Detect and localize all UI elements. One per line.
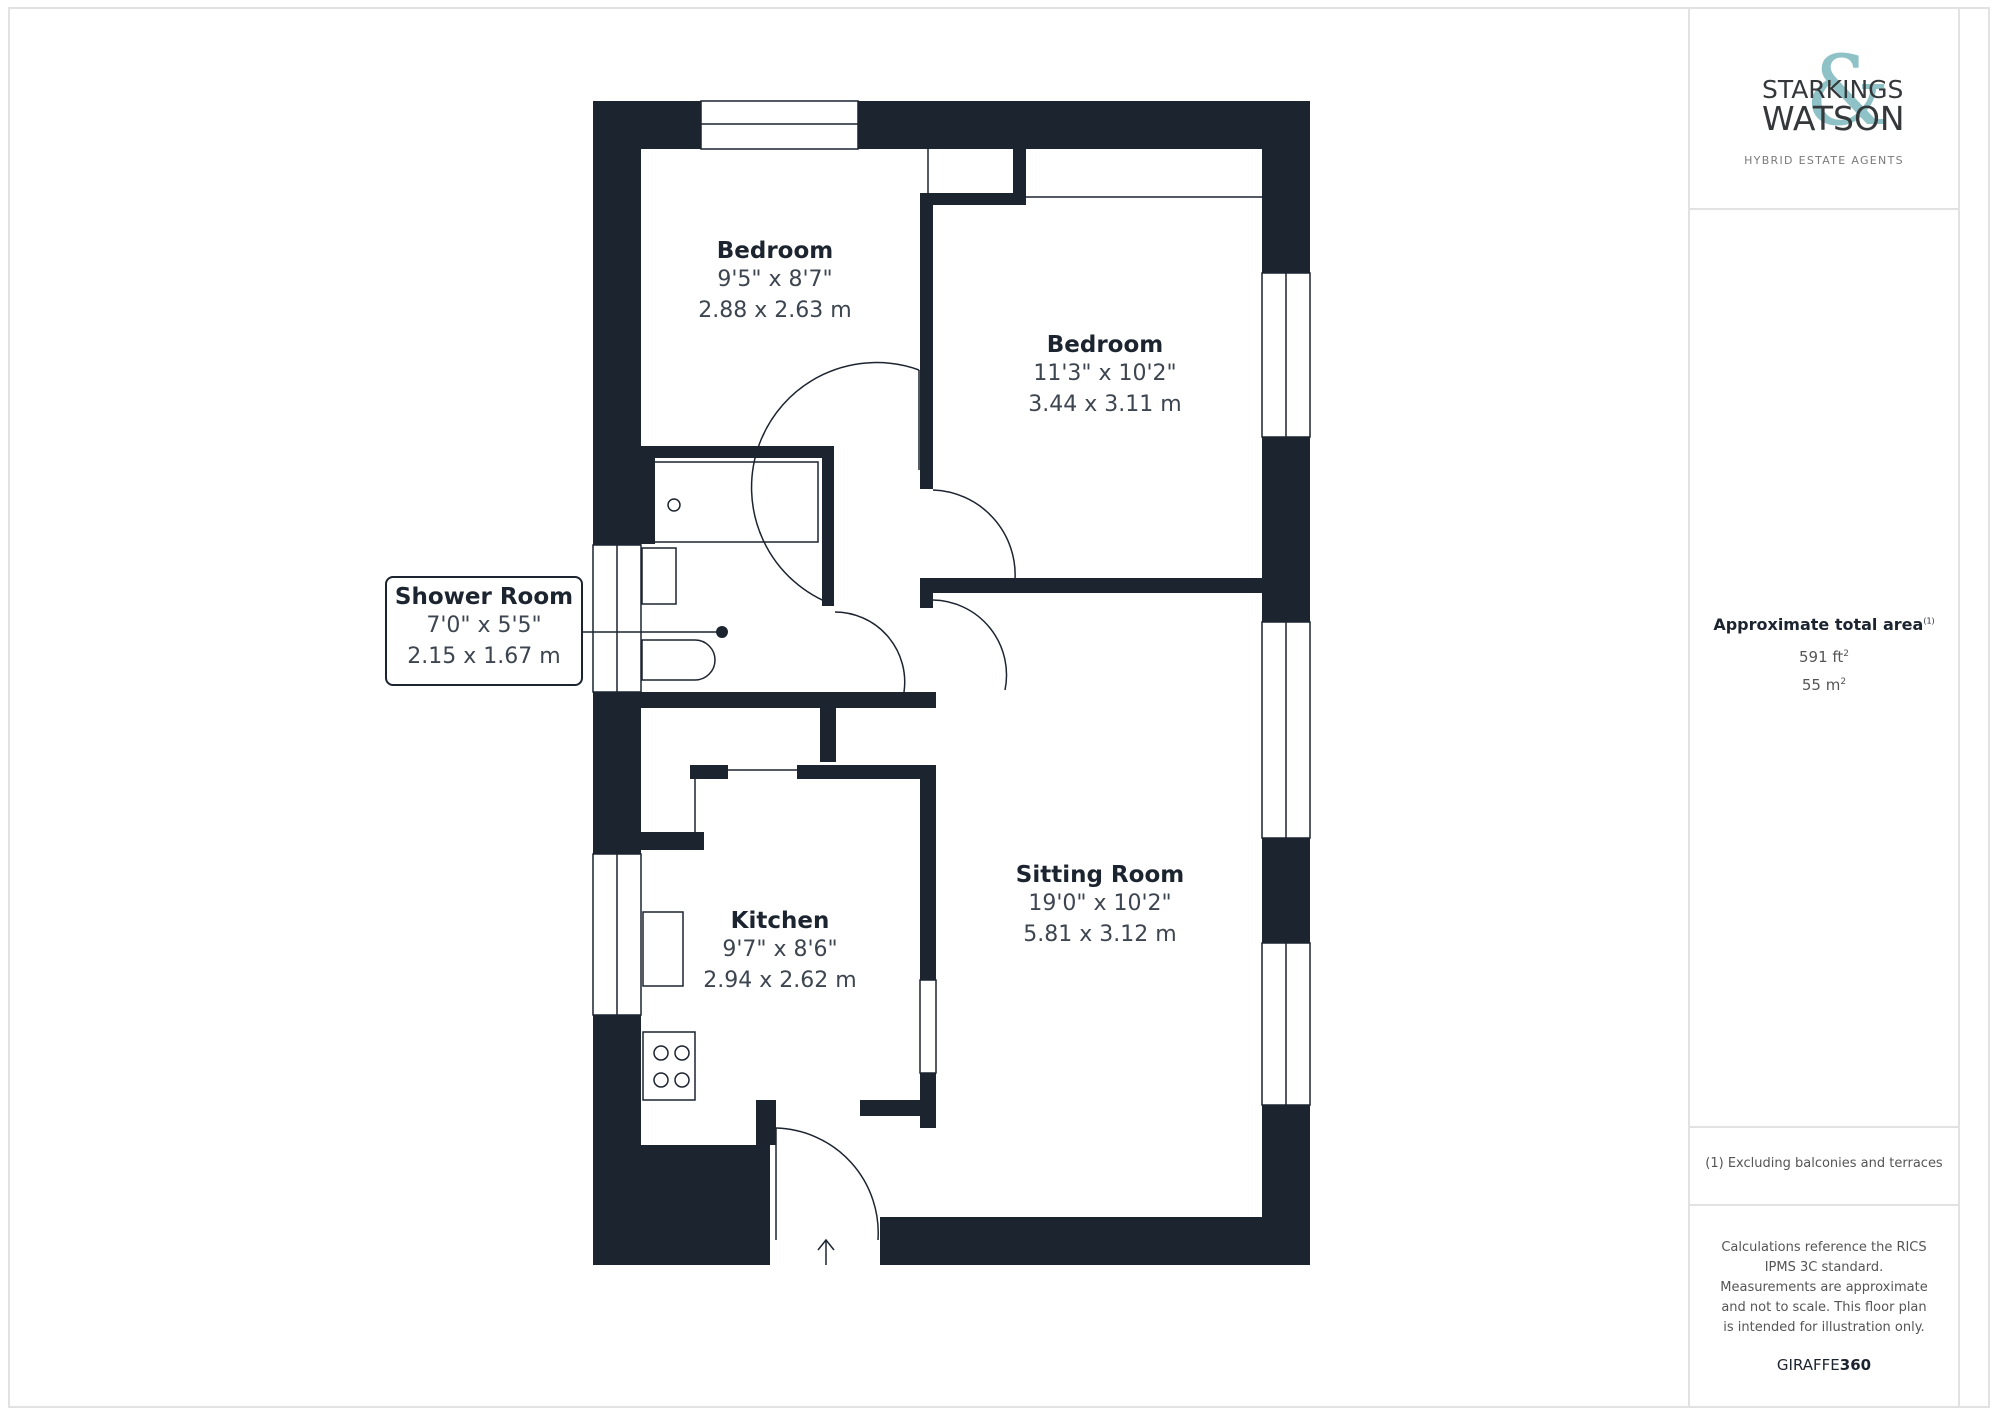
logo-section: & STARKINGS WATSON HYBRID ESTATE AGENTS	[1690, 7, 1958, 210]
room-label-bedroom-1: Bedroom 9'5" x 8'7" 2.88 x 2.63 m	[660, 238, 890, 326]
room-dim-metric: 2.15 x 1.67 m	[407, 644, 561, 669]
room-dim-imperial: 7'0" x 5'5"	[426, 613, 542, 638]
area-title-text: Approximate total area	[1713, 615, 1924, 634]
unit-exponent: 2	[1843, 649, 1850, 659]
room-dim-imperial: 9'5" x 8'7"	[717, 267, 833, 292]
provider-name-bold: 360	[1839, 1356, 1872, 1374]
area-sqm-value: 55 m	[1801, 676, 1841, 694]
wall-right-top	[1262, 101, 1310, 273]
ampersand-icon: &	[1805, 35, 1891, 147]
room-dim-imperial: 11'3" x 10'2"	[1033, 361, 1177, 386]
footnote-section: (1) Excluding balconies and terraces	[1690, 1128, 1958, 1206]
brand-logo: & STARKINGS WATSON	[1750, 43, 1905, 147]
wall-right-bottom	[1262, 1105, 1310, 1265]
room-name: Kitchen	[730, 908, 830, 934]
area-sqm: 55 m2	[1690, 676, 1958, 694]
wall-bottom-left	[593, 1145, 770, 1265]
info-sidebar: & STARKINGS WATSON HYBRID ESTATE AGENTS …	[1688, 7, 1960, 1408]
wall-right-mid2	[1262, 838, 1310, 943]
room-label-shower-room: Shower Room 7'0" x 5'5" 2.15 x 1.67 m	[385, 576, 583, 686]
disclaimer-section: Calculations reference the RICS IPMS 3C …	[1690, 1206, 1958, 1408]
room-dim-metric: 5.81 x 3.12 m	[1023, 922, 1177, 947]
brand-name-line1: STARKINGS	[1762, 75, 1904, 104]
room-name: Sitting Room	[1015, 862, 1185, 888]
page-frame	[8, 7, 1990, 1408]
room-name: Bedroom	[1046, 332, 1164, 358]
provider-logo: GIRAFFE360	[1690, 1356, 1958, 1374]
room-name: Shower Room	[394, 584, 574, 610]
unit-exponent: 2	[1840, 677, 1847, 687]
area-title: Approximate total area(1)	[1690, 615, 1958, 634]
room-dim-metric: 2.88 x 2.63 m	[698, 298, 852, 323]
area-sqft: 591 ft2	[1690, 648, 1958, 666]
disclaimer-text: Calculations reference the RICS IPMS 3C …	[1720, 1240, 1928, 1335]
room-dim-metric: 2.94 x 2.62 m	[703, 968, 857, 993]
brand-name-line2: WATSON	[1762, 99, 1905, 138]
area-section: Approximate total area(1) 591 ft2 55 m2	[1690, 210, 1958, 1128]
room-name: Bedroom	[716, 238, 834, 264]
wall-right-mid1	[1262, 437, 1310, 622]
provider-name-regular: GIRAFFE	[1776, 1356, 1840, 1374]
room-dim-imperial: 9'7" x 8'6"	[722, 937, 838, 962]
room-dim-imperial: 19'0" x 10'2"	[1028, 891, 1172, 916]
footnote-text: (1) Excluding balconies and terraces	[1705, 1156, 1943, 1171]
wall-left-upper	[593, 101, 641, 545]
room-label-sitting-room: Sitting Room 19'0" x 10'2" 5.81 x 3.12 m	[965, 862, 1235, 950]
room-label-kitchen: Kitchen 9'7" x 8'6" 2.94 x 2.62 m	[665, 908, 895, 996]
footnote-marker: (1)	[1923, 616, 1935, 626]
wall-left-mid	[593, 696, 641, 854]
area-sqft-value: 591 ft	[1798, 648, 1844, 666]
wall-top-right	[858, 101, 1310, 149]
wall-bottom-right	[880, 1217, 1310, 1265]
room-dim-metric: 3.44 x 3.11 m	[1028, 392, 1182, 417]
room-label-bedroom-2: Bedroom 11'3" x 10'2" 3.44 x 3.11 m	[990, 332, 1220, 420]
floor-plan	[583, 100, 1311, 1265]
brand-tagline: HYBRID ESTATE AGENTS	[1744, 154, 1904, 167]
